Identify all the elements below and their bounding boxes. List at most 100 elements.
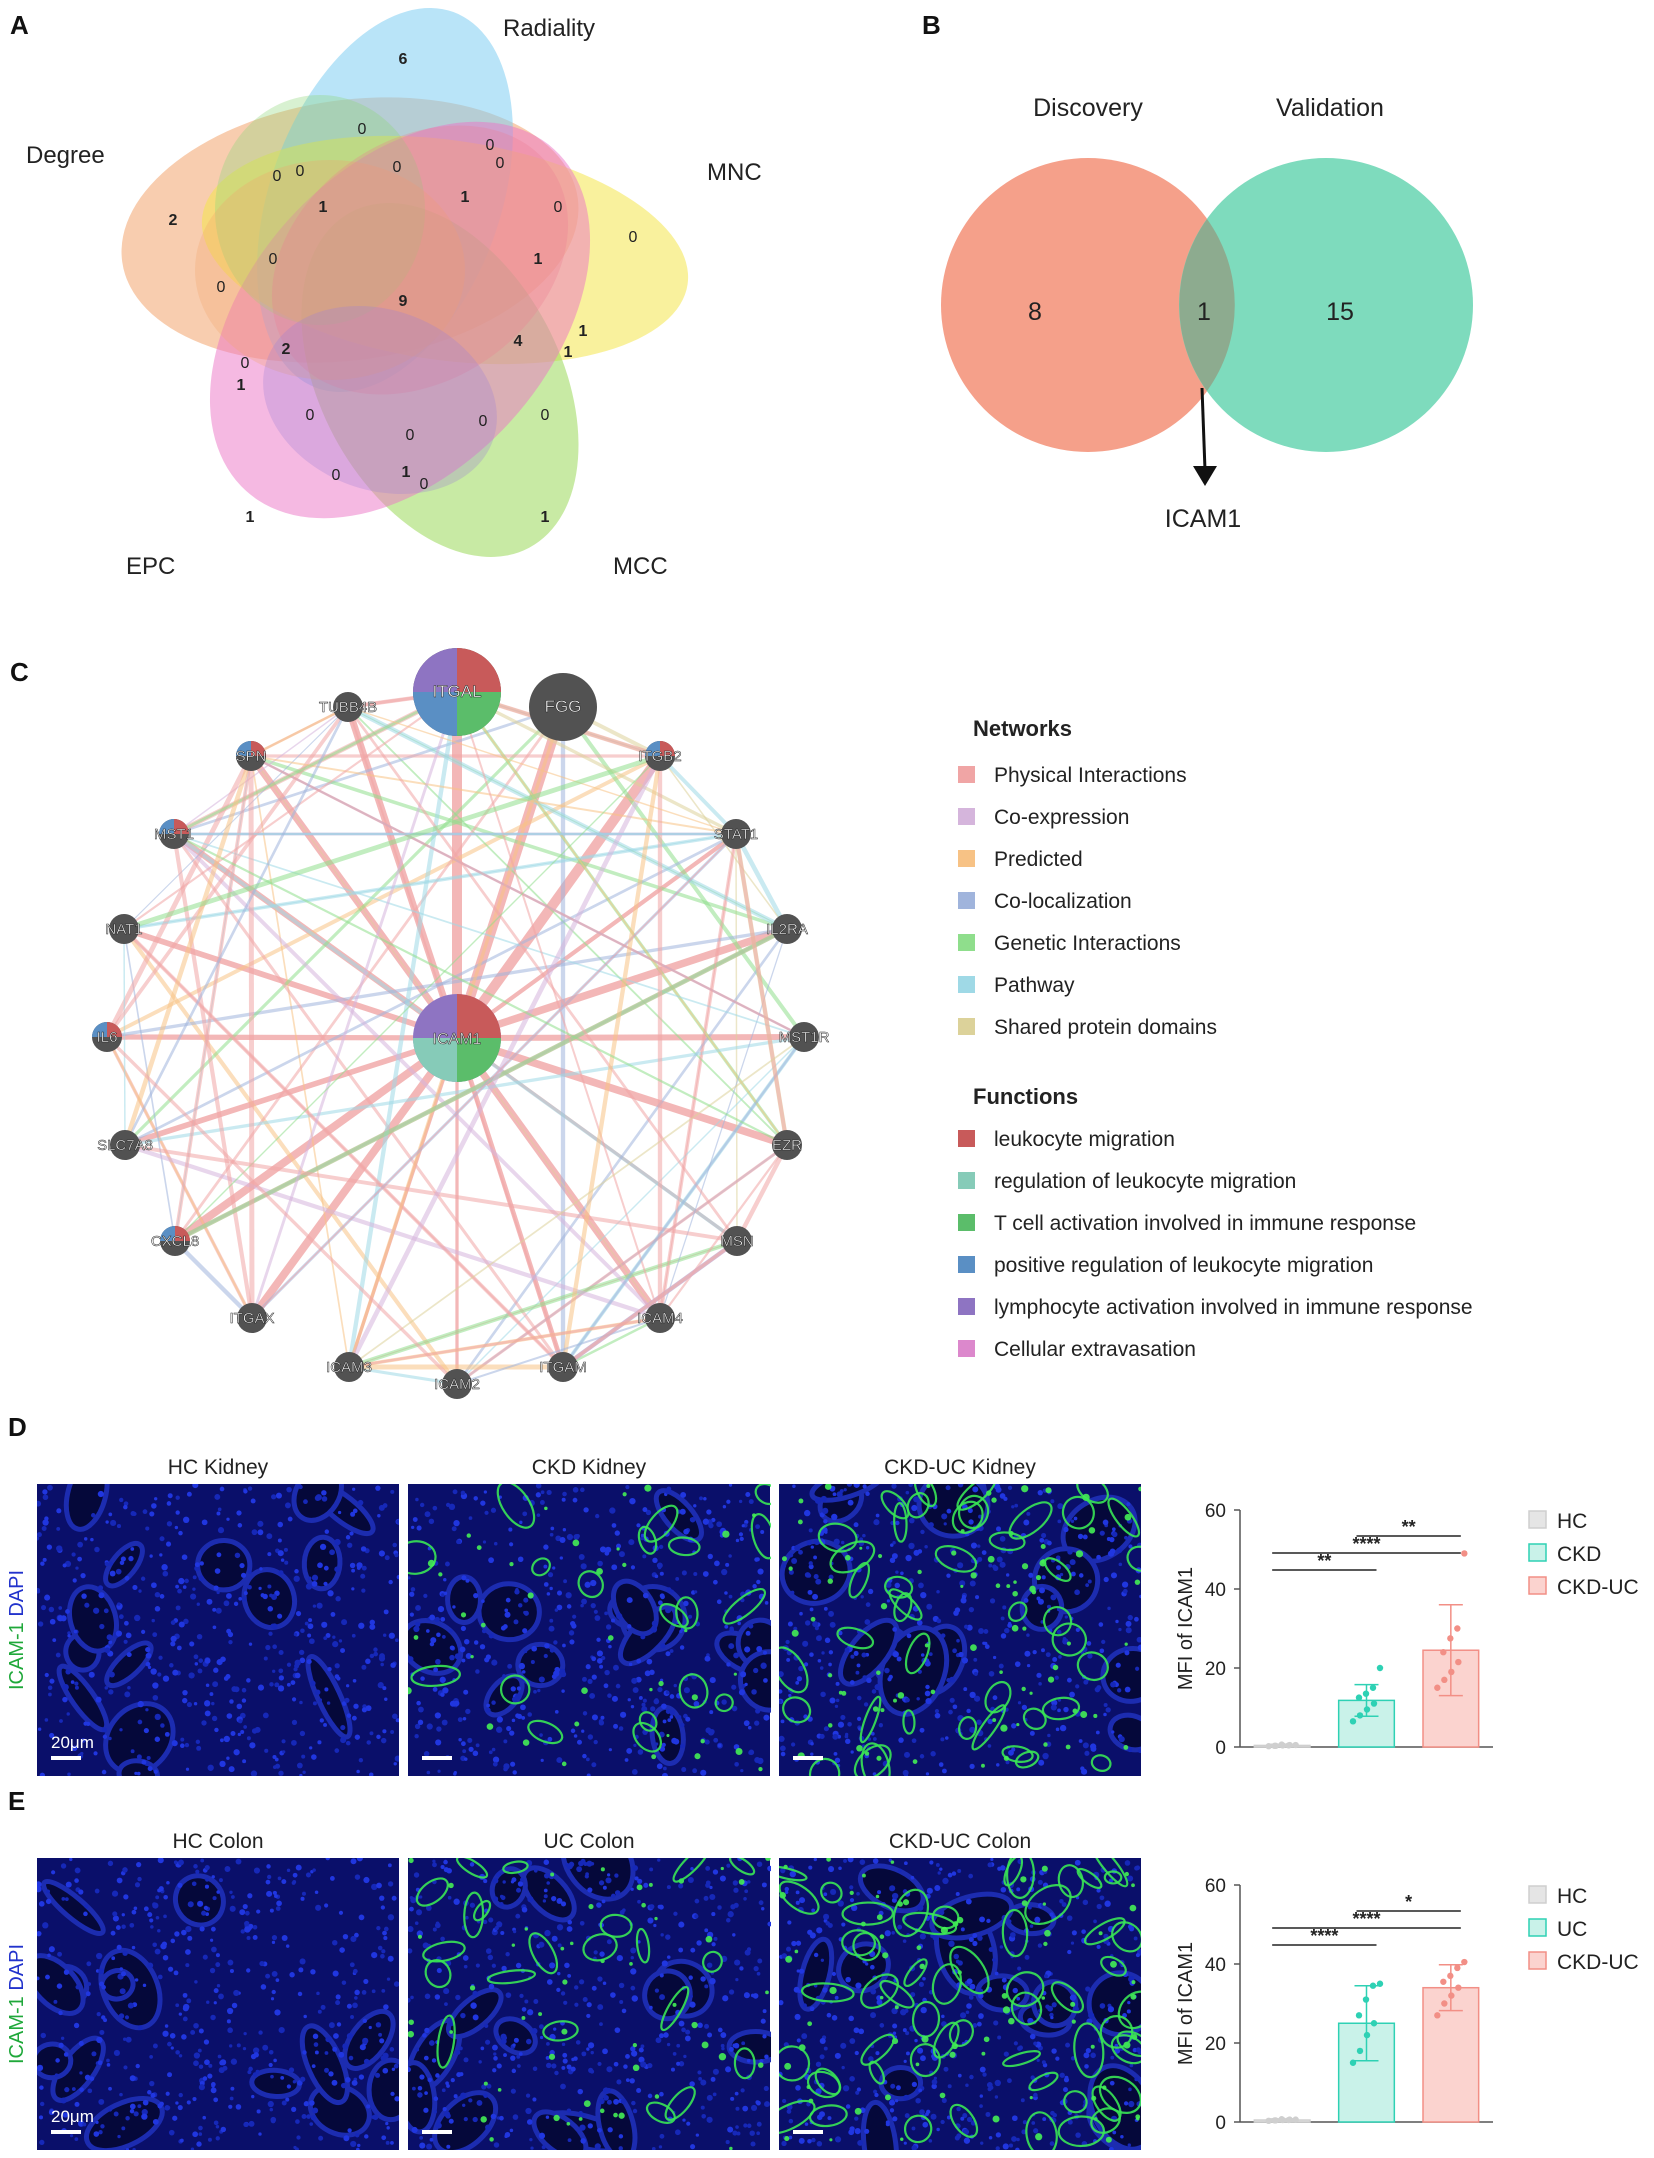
nucleus <box>796 2038 801 2043</box>
nucleus <box>246 1736 251 1741</box>
legend-label: HC <box>1557 1885 1587 1908</box>
nucleus <box>566 1604 572 1609</box>
nucleus <box>1115 1619 1119 1624</box>
icam1-signal <box>599 1913 633 1938</box>
nucleus <box>734 1761 739 1767</box>
nucleus <box>743 2123 748 2128</box>
nucleus <box>594 2143 601 2150</box>
node-label: ITGAX <box>229 1310 274 1327</box>
nucleus <box>349 1562 356 1569</box>
nucleus <box>690 1947 696 1953</box>
nucleus <box>567 1974 572 1978</box>
nucleus <box>38 1901 45 1907</box>
nucleus <box>505 1992 512 1998</box>
nucleus <box>538 2024 544 2030</box>
nucleus <box>567 1919 573 1925</box>
nucleus <box>729 1627 735 1633</box>
nucleus <box>584 1581 591 1588</box>
nucleus <box>659 1973 664 1978</box>
nucleus <box>385 2140 390 2145</box>
nucleus <box>857 2139 864 2146</box>
nucleus <box>211 1701 215 1706</box>
nucleus <box>1087 1579 1092 1584</box>
nucleus <box>187 1935 193 1941</box>
nucleus <box>762 2009 767 2014</box>
nucleus <box>449 1645 455 1651</box>
data-point <box>1369 1684 1377 1691</box>
nucleus <box>561 1497 566 1502</box>
nucleus <box>886 1599 891 1603</box>
icam1-signal <box>701 2041 709 2049</box>
nucleus <box>356 1769 360 1774</box>
nucleus <box>554 1709 559 1714</box>
icam1-signal <box>841 1929 877 1957</box>
nucleus <box>793 1626 798 1631</box>
nucleus <box>656 1562 663 1569</box>
nucleus <box>1124 1686 1131 1693</box>
icam1-signal <box>544 1506 548 1511</box>
nucleus <box>551 1935 558 1942</box>
nucleus <box>849 2038 856 2044</box>
nucleus <box>369 1731 374 1736</box>
nucleus <box>539 1500 545 1505</box>
icam1-signal <box>1005 1858 1035 1900</box>
nucleus <box>948 1709 953 1715</box>
nucleus <box>522 1628 528 1634</box>
nucleus <box>193 1654 199 1660</box>
nucleus <box>107 1860 114 1867</box>
nucleus <box>892 2116 898 2122</box>
nucleus <box>1005 1760 1010 1765</box>
nucleus <box>616 1613 623 1620</box>
icam1-signal <box>480 2116 487 2123</box>
nucleus <box>373 1647 378 1652</box>
nucleus <box>115 1568 122 1575</box>
nucleus <box>102 1727 108 1733</box>
nucleus <box>952 1648 957 1654</box>
panel-c: C ICAM1ITGALFGGITGB2STAT1IL2RAMST1REZRMS… <box>10 648 1473 1399</box>
nucleus <box>1026 1663 1031 1668</box>
nucleus <box>702 1518 709 1525</box>
nucleus <box>845 1976 851 1983</box>
icam1-signal <box>876 1670 881 1675</box>
nucleus <box>152 1682 159 1689</box>
nucleus <box>147 1912 153 1918</box>
nucleus <box>674 2129 681 2136</box>
nucleus <box>992 1564 997 1569</box>
nucleus <box>180 1737 185 1742</box>
nucleus <box>147 2090 152 2095</box>
nucleus <box>220 2126 227 2133</box>
nucleus <box>1122 1588 1128 1594</box>
nucleus <box>47 1685 53 1690</box>
icam1-signal <box>1091 2085 1122 2122</box>
nucleus <box>675 1577 680 1581</box>
nucleus <box>1059 1572 1064 1577</box>
nucleus <box>100 2124 105 2129</box>
nucleus <box>151 1618 155 1623</box>
nucleus <box>1054 1675 1059 1680</box>
nucleus <box>347 1542 353 1548</box>
tissue-structure <box>531 2109 589 2150</box>
nucleus <box>358 1757 364 1763</box>
icam1-signal <box>1071 2019 1076 2024</box>
icam1-signal <box>970 1644 977 1651</box>
nucleus <box>206 2000 210 2004</box>
nucleus <box>834 1704 839 1708</box>
nucleus <box>485 1707 491 1713</box>
nucleus <box>198 2064 204 2069</box>
nucleus <box>170 2046 174 2050</box>
nucleus <box>519 1520 523 1525</box>
nucleus <box>1075 1684 1080 1689</box>
y-axis-label: MFI of ICAM1 <box>1175 1567 1197 1690</box>
nucleus <box>89 2076 95 2081</box>
nucleus <box>188 1672 195 1679</box>
nucleus <box>173 1970 179 1976</box>
network-node-nat1: NAT1 <box>105 914 143 944</box>
nucleus <box>1001 1977 1007 1983</box>
nucleus <box>755 1524 761 1530</box>
nucleus <box>388 1632 395 1639</box>
icam1-signal <box>1051 1622 1088 1657</box>
nucleus <box>556 1987 561 1992</box>
nucleus <box>492 1756 500 1763</box>
nucleus <box>661 1742 666 1747</box>
nucleus <box>408 1997 411 2003</box>
